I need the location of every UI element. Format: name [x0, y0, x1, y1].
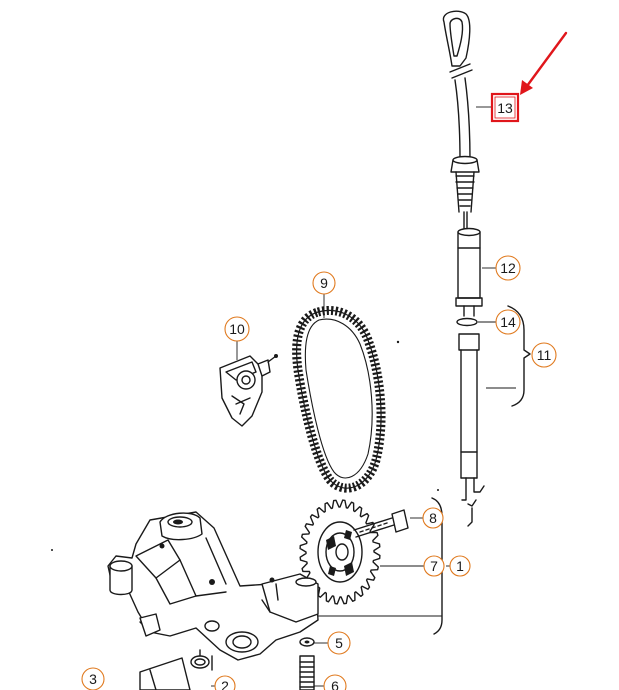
callout-label: 14 — [500, 314, 516, 330]
guide-tube-upper — [455, 227, 483, 317]
group-bracket-11 — [507, 305, 531, 407]
callout-label: 11 — [537, 347, 552, 363]
callout-12[interactable]: 12 — [495, 255, 521, 281]
highlight-arrow-icon — [520, 31, 568, 95]
callout-label: 10 — [229, 321, 245, 337]
callout-label: 7 — [430, 558, 438, 574]
guide-tube-lower — [458, 333, 485, 527]
stud-bolt — [299, 655, 315, 690]
callout-5[interactable]: 5 — [327, 631, 351, 655]
chain-tensioner — [219, 354, 278, 427]
callout-1[interactable]: 1 — [449, 555, 471, 577]
callout-7[interactable]: 7 — [423, 555, 445, 577]
callout-2[interactable]: 2 — [214, 675, 236, 690]
callout-6[interactable]: 6 — [323, 674, 347, 690]
callout-13-highlighted[interactable]: 13 — [490, 92, 520, 123]
sprocket — [299, 499, 381, 605]
callout-label: 1 — [456, 558, 464, 574]
dipstick — [442, 10, 480, 229]
leader-lines — [211, 106, 496, 687]
washer — [299, 637, 315, 647]
callout-9[interactable]: 9 — [312, 271, 336, 295]
callout-8[interactable]: 8 — [422, 507, 444, 529]
callout-label: 9 — [320, 275, 328, 291]
callout-label: 13 — [497, 100, 513, 116]
callout-label: 6 — [331, 678, 339, 690]
callout-label: 8 — [429, 510, 437, 526]
drive-chain — [292, 306, 386, 493]
callout-label: 3 — [89, 671, 97, 687]
callout-label: 12 — [500, 260, 516, 276]
o-ring — [456, 317, 478, 327]
callout-label: 2 — [221, 678, 229, 690]
oil-pump-housing — [107, 511, 319, 671]
callout-3[interactable]: 3 — [81, 667, 105, 690]
callout-label: 5 — [335, 635, 343, 651]
callout-14[interactable]: 14 — [495, 309, 521, 335]
callout-11[interactable]: 11 — [531, 342, 557, 368]
suction-pipe — [139, 655, 210, 690]
callout-10[interactable]: 10 — [224, 316, 250, 342]
sprocket-bolt — [353, 509, 409, 538]
